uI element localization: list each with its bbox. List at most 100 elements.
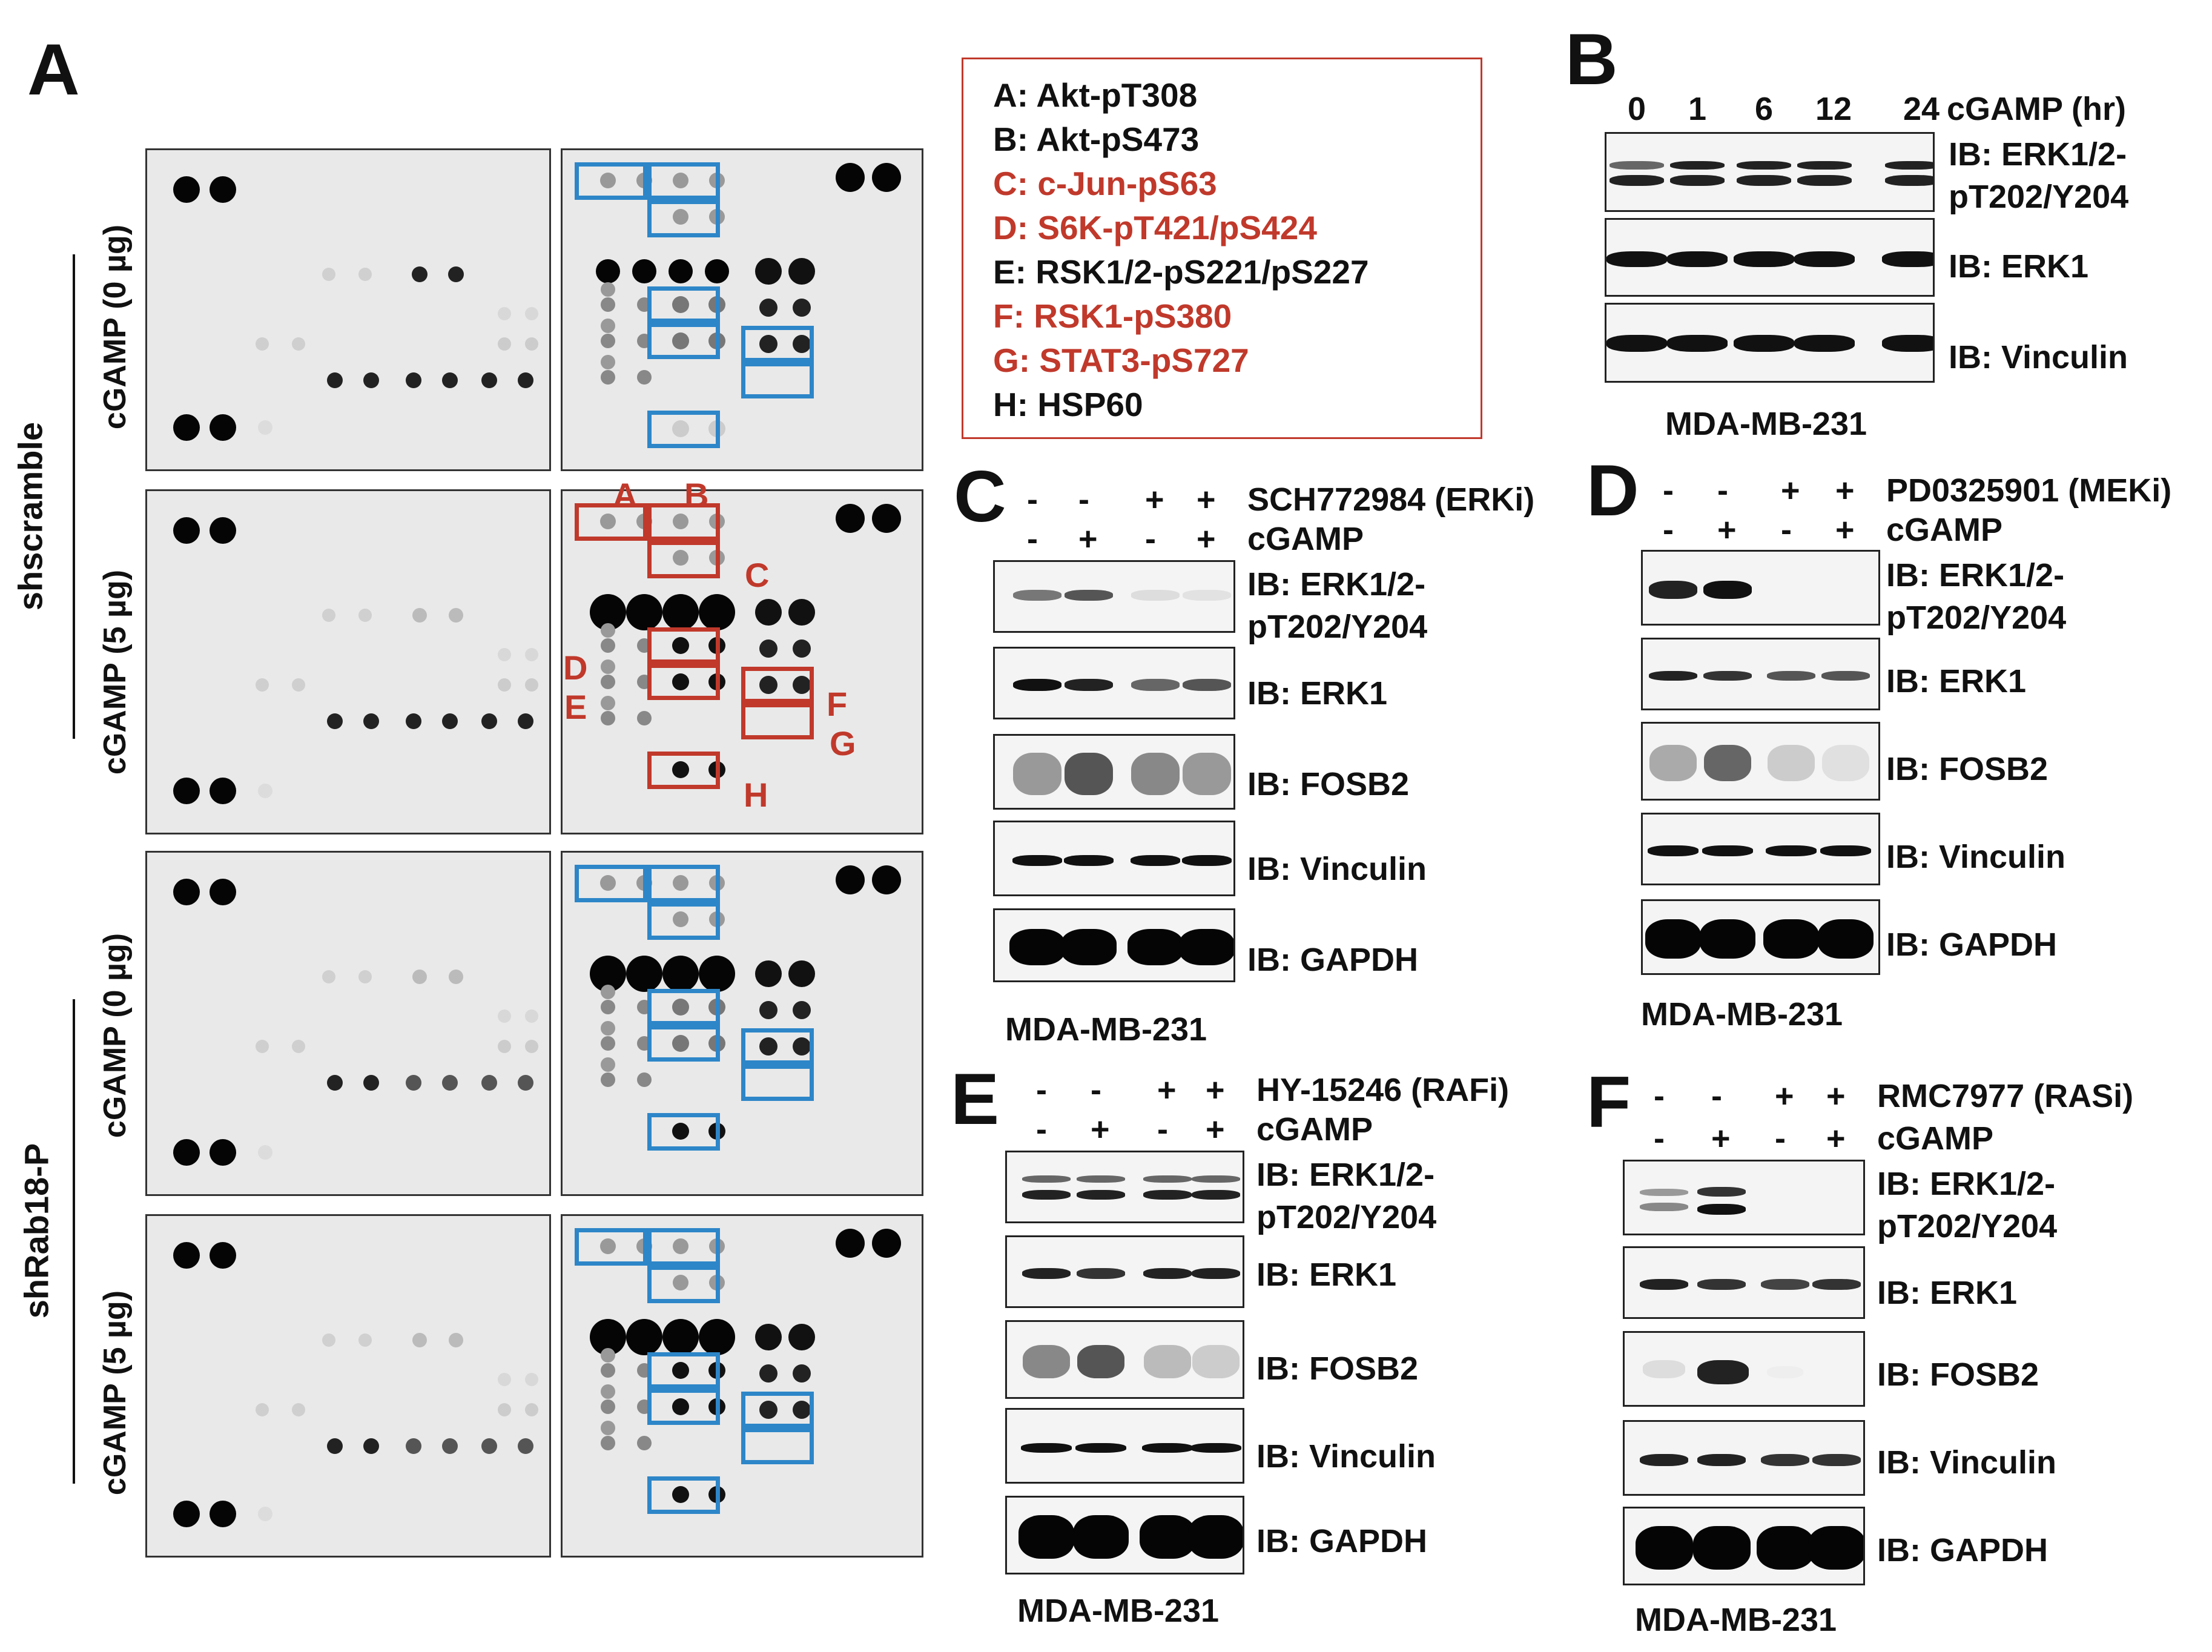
array-spot xyxy=(596,259,620,283)
blot-band xyxy=(1075,1442,1126,1453)
array-spot xyxy=(256,678,269,692)
blot-band xyxy=(1766,845,1817,856)
blot-band xyxy=(1818,919,1874,959)
blot-band xyxy=(1649,745,1697,781)
blot-band xyxy=(1065,679,1113,691)
reference-spot xyxy=(872,865,901,894)
blot-band xyxy=(1143,1190,1192,1200)
cgamp-sign: + xyxy=(1717,512,1737,548)
blot-band xyxy=(1073,1515,1129,1559)
blot-target-label: IB: ERK1 xyxy=(1256,1257,1397,1293)
legend-entry: F: RSK1-pS380 xyxy=(993,297,1232,335)
array-spot xyxy=(759,676,778,694)
array-spot xyxy=(673,1238,688,1254)
blot-band xyxy=(1797,161,1852,170)
array-spot xyxy=(673,514,688,529)
blot-target-label: IB: Vinculin xyxy=(1247,851,1427,887)
array-membrane xyxy=(145,851,551,1196)
legend-entry: A: Akt-pT308 xyxy=(993,76,1198,114)
time-point-label: 6 xyxy=(1755,91,1774,127)
cgamp-sign: + xyxy=(1835,512,1855,548)
array-spot xyxy=(601,1072,615,1087)
array-spot xyxy=(498,1373,511,1386)
blot-membrane xyxy=(993,908,1235,982)
panel-a-letter: A xyxy=(27,29,80,110)
array-spot xyxy=(601,1363,615,1378)
reference-spot xyxy=(173,517,200,544)
array-spot xyxy=(788,1324,815,1350)
cgamp-sign: - xyxy=(1036,1111,1047,1148)
blot-band xyxy=(1192,1175,1240,1183)
array-spot xyxy=(601,1399,615,1414)
blot-target-label: IB: Vinculin xyxy=(1886,839,2066,875)
array-spot xyxy=(637,1436,652,1450)
inhibitor-sign: + xyxy=(1145,481,1164,518)
highlight-box xyxy=(741,703,814,739)
legend-entry: H: HSP60 xyxy=(993,386,1143,423)
blot-band xyxy=(1077,1190,1125,1200)
array-spot xyxy=(481,1075,497,1091)
blot-band xyxy=(1188,1515,1243,1559)
array-membrane xyxy=(145,1214,551,1558)
blot-membrane xyxy=(1605,303,1935,383)
spot-letter-c: C xyxy=(745,556,770,594)
blot-target-label: IB: GAPDH xyxy=(1256,1523,1427,1559)
blot-band xyxy=(1882,335,1933,352)
array-membrane xyxy=(145,148,551,471)
blot-band xyxy=(1697,1360,1749,1384)
reference-spot xyxy=(173,176,200,203)
array-spot xyxy=(759,639,778,658)
cgamp-label: cGAMP xyxy=(1886,512,2003,548)
spot-letter-f: F xyxy=(827,685,848,723)
blot-target-label: IB: Vinculin xyxy=(1949,339,2128,375)
spot-letter-d: D xyxy=(563,649,588,687)
reference-spot xyxy=(210,517,236,544)
blot-membrane xyxy=(993,821,1235,896)
array-spot xyxy=(525,678,538,692)
blot-band xyxy=(1144,1344,1191,1378)
reference-spot xyxy=(173,1242,200,1269)
blot-band xyxy=(1022,1175,1071,1183)
array-spot xyxy=(673,1275,688,1290)
array-spot xyxy=(673,875,688,891)
highlight-box xyxy=(647,411,720,448)
array-spot xyxy=(498,307,511,320)
blot-band xyxy=(1767,671,1815,681)
array-spot xyxy=(327,1438,343,1454)
blot-band xyxy=(1140,1515,1195,1559)
array-spot xyxy=(788,258,815,285)
array-spot xyxy=(256,337,269,351)
array-spot xyxy=(637,711,652,725)
array-spot xyxy=(793,676,811,694)
blot-band xyxy=(1077,1268,1125,1279)
array-spot xyxy=(600,514,616,529)
blot-band xyxy=(1885,161,1933,170)
blot-band xyxy=(1702,845,1753,856)
array-spot xyxy=(673,173,688,188)
blot-band xyxy=(1182,854,1232,866)
array-spot xyxy=(672,999,689,1016)
blot-band xyxy=(1649,671,1697,681)
array-spot xyxy=(601,319,615,333)
time-point-label: 12 xyxy=(1815,91,1852,127)
cgamp-sign: - xyxy=(1781,512,1792,548)
blot-band xyxy=(1812,1279,1861,1290)
reference-spot xyxy=(173,414,200,441)
array-spot xyxy=(498,337,511,351)
array-spot xyxy=(601,1057,615,1072)
array-spot xyxy=(626,594,662,630)
highlight-box xyxy=(647,1228,720,1266)
highlight-box xyxy=(647,200,720,237)
array-spot xyxy=(442,713,458,729)
blot-target-label: IB: Vinculin xyxy=(1877,1444,2057,1481)
cell-line-label: MDA-MB-231 xyxy=(1665,406,1867,442)
highlight-box xyxy=(741,1392,814,1428)
highlight-box xyxy=(575,1228,647,1266)
array-spot xyxy=(358,970,372,983)
array-spot xyxy=(601,1000,615,1014)
blot-target-label: IB: ERK1/2- pT202/Y204 xyxy=(1877,1166,2058,1245)
array-spot xyxy=(525,648,538,661)
array-spot xyxy=(449,608,463,623)
array-spot xyxy=(256,1403,269,1416)
array-spot xyxy=(755,1324,782,1350)
